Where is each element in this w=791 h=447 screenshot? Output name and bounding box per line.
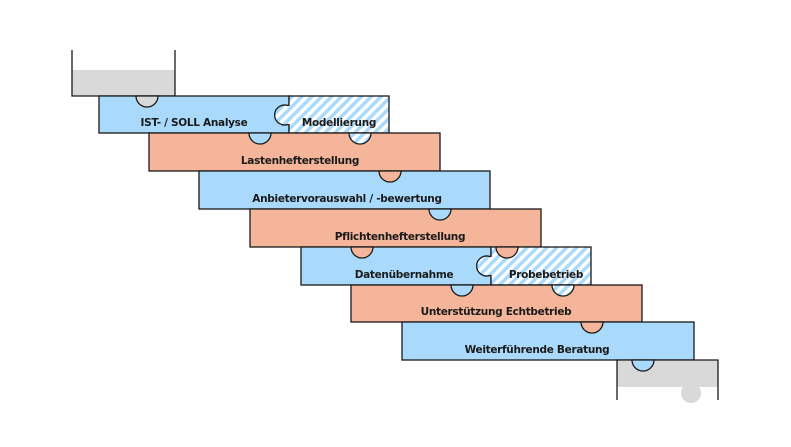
row-6: Unterstützung Echtbetrieb — [350, 284, 643, 323]
knob-row7 — [631, 359, 655, 372]
piece-pflichtenhefterstellung[interactable] — [249, 208, 542, 248]
piece-datenuebernahme[interactable] — [300, 246, 492, 286]
knob-row4-left — [350, 246, 374, 259]
tab-modellierung-left — [273, 104, 290, 126]
row-2: Lastenhefterstellung — [148, 132, 441, 172]
label-unterstuetzung-echtbetrieb: Unterstützung Echtbetrieb — [421, 306, 573, 318]
label-ist-soll-analyse: IST- / SOLL Analyse — [141, 117, 248, 129]
label-weiterfuehrende-beratung: Weiterführende Beratung — [465, 344, 610, 356]
knob-row5-hatched — [551, 284, 575, 297]
knob-row1-blue — [248, 132, 272, 145]
label-probebetrieb: Probebetrieb — [509, 269, 584, 281]
knob-row1-hatched — [348, 132, 372, 145]
knob-start — [135, 95, 159, 108]
row-3: Anbietervorauswahl / -bewertung — [198, 170, 491, 210]
knob-row2 — [378, 170, 402, 183]
row-4: Pflichtenhefterstellung — [249, 208, 542, 248]
label-pflichtenhefterstellung: Pflichtenhefterstellung — [335, 231, 465, 243]
knob-row3 — [428, 208, 452, 221]
label-anbietervorauswahl: Anbietervorauswahl / -bewertung — [252, 193, 441, 205]
start-piece-fill — [72, 70, 175, 96]
label-modellierung: Modellierung — [302, 117, 376, 129]
piece-anbietervorauswahl[interactable] — [198, 170, 491, 210]
row-7: Weiterführende Beratung — [401, 321, 695, 361]
piece-modellierung[interactable] — [288, 95, 390, 134]
label-datenuebernahme: Datenübernahme — [355, 269, 454, 281]
knob-row5-blue — [450, 284, 474, 297]
knob-row4-right — [495, 246, 519, 259]
row-5: Datenübernahme Probebetrieb — [300, 246, 592, 286]
end-piece — [616, 359, 719, 403]
label-lastenhefterstellung: Lastenhefterstellung — [241, 155, 359, 167]
tab-probebetrieb-left — [475, 255, 492, 277]
row-1: IST- / SOLL Analyse Modellierung — [98, 95, 390, 134]
end-piece-outline — [616, 359, 719, 400]
end-piece-knob — [681, 383, 701, 403]
piece-weiterfuehrende-beratung[interactable] — [401, 321, 695, 361]
start-piece — [71, 50, 176, 97]
knob-row6 — [580, 321, 604, 334]
